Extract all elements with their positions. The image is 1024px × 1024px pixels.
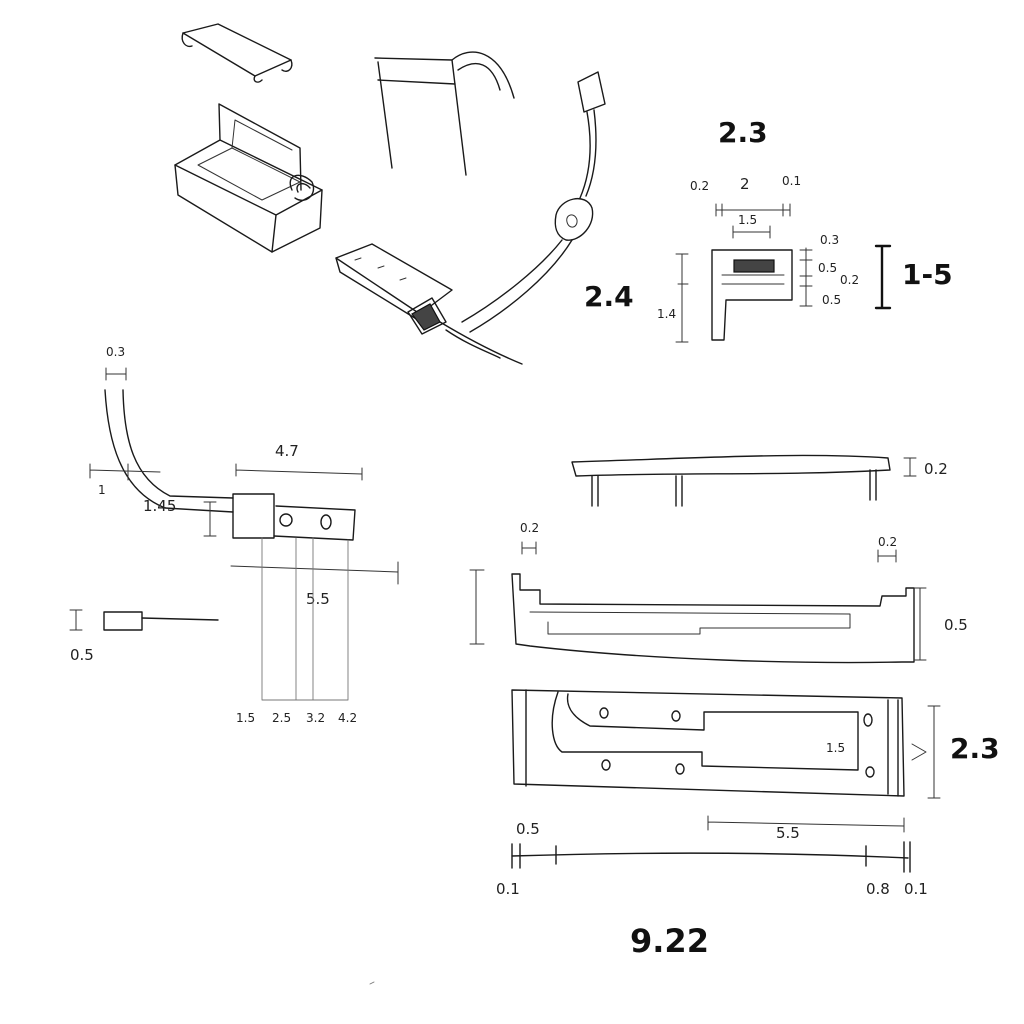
label-plate-02: 0.2	[924, 460, 948, 478]
open-box-sketch	[174, 103, 323, 253]
label-145: 1.45	[143, 497, 176, 515]
cable-assembly-sketch	[335, 71, 606, 365]
label-top-width: 2.3	[718, 116, 768, 149]
label-inner-15: 1.5	[738, 213, 757, 227]
label-bottom-55: 5.5	[776, 824, 800, 842]
label-length-55: 5.5	[306, 590, 330, 608]
cover-plate-side: 0.2	[571, 454, 948, 507]
label-width-47: 4.7	[275, 442, 299, 460]
label-tray-02-left: 0.2	[520, 521, 539, 535]
label-total: 9.22	[630, 922, 709, 960]
label-bottom-08: 0.8	[866, 880, 890, 898]
small-bracket-sketch	[181, 23, 293, 83]
label-05-right-b: 0.5	[822, 293, 841, 307]
label-14: 1.4	[657, 307, 676, 321]
label-cable-03: 0.3	[106, 345, 125, 359]
label-tray-02-right: 0.2	[878, 535, 897, 549]
label-02-top: 0.2	[690, 179, 709, 193]
label-station-3: 3.2	[306, 711, 325, 725]
label-01-top: 0.1	[782, 174, 801, 188]
cross-section-drawing: 2.3 0.2 2 0.1 1.5 1.4 2.4 0.3 0.5 0.2 0.…	[584, 116, 953, 343]
label-station-4: 4.2	[338, 711, 357, 725]
label-1: 1	[98, 483, 106, 497]
label-bottom-05: 0.5	[516, 820, 540, 838]
label-tray-23: 2.3	[950, 732, 1000, 765]
connector-top-view: 0.3 1 1.45 4.7 5.5 1.5 2.5 3.2 4.2 0.5	[69, 345, 399, 725]
label-02-right: 0.2	[840, 273, 859, 287]
label-05-right-a: 0.5	[818, 261, 837, 275]
label-tray-05: 0.5	[944, 616, 968, 634]
label-height-24: 2.4	[584, 280, 634, 313]
tray-top-view: 1.5 2.3	[511, 689, 1000, 799]
label-bottom-01-right: 0.1	[904, 880, 928, 898]
label-03-right: 0.3	[820, 233, 839, 247]
label-conn-05: 0.5	[70, 646, 94, 664]
label-station-1: 1.5	[236, 711, 255, 725]
bottom-dimension: 0.5 5.5 0.1 0.8 0.1 9.22	[369, 815, 928, 985]
label-2-top: 2	[740, 175, 750, 193]
tray-side-profile: 0.2 0.2 0.5	[469, 521, 968, 664]
label-tray-15: 1.5	[826, 741, 845, 755]
label-bottom-01-left: 0.1	[496, 880, 520, 898]
label-height-15: 1-5	[902, 258, 953, 291]
tall-bracket-sketch	[374, 51, 515, 176]
label-station-2: 2.5	[272, 711, 291, 725]
